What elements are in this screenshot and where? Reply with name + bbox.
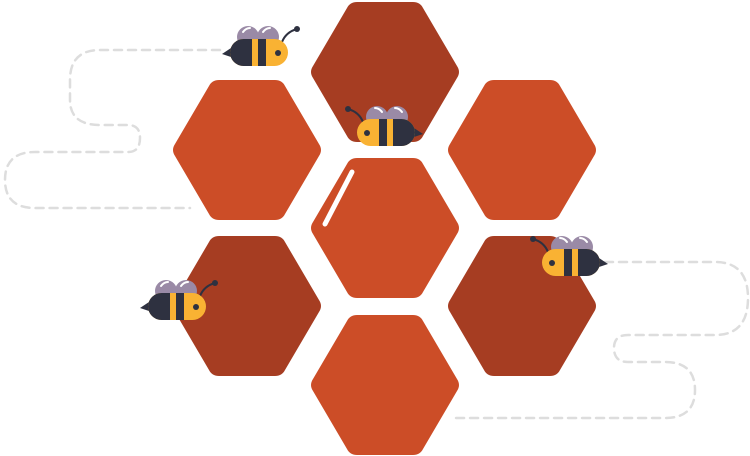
trail-left [3, 48, 222, 210]
honeycomb [173, 2, 596, 455]
hex-cell-center [311, 158, 459, 298]
hex-cell-upper-left [173, 80, 321, 220]
hex-cell-bottom [311, 315, 459, 455]
flight-trails [3, 48, 750, 420]
trail-right [453, 260, 750, 420]
hex-shine [322, 169, 355, 227]
bee-icon [221, 25, 301, 67]
hex-cell-upper-right [448, 80, 596, 220]
